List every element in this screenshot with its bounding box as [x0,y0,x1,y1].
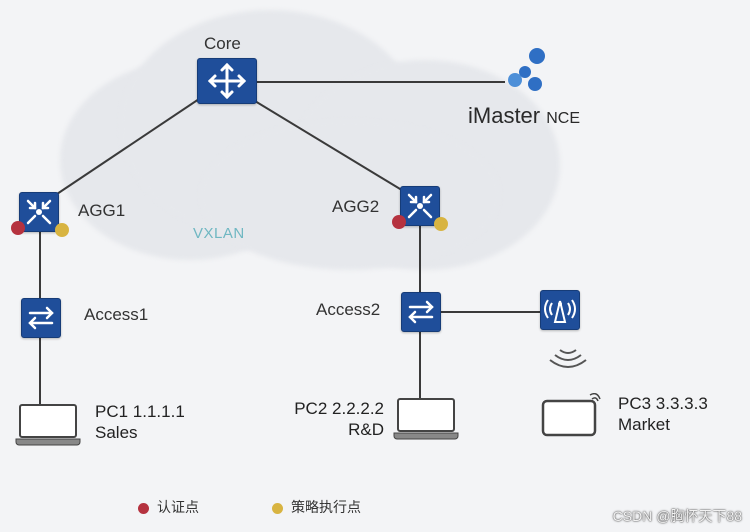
pc3-tablet-icon[interactable] [540,393,602,439]
legend-auth-text: 认证点 [157,499,199,515]
wireless-ap-icon [544,299,576,323]
pc2-label: PC2 2.2.2.2 R&D [278,398,384,440]
pc2-address: PC2 2.2.2.2 [294,399,384,418]
imaster-main-text: iMaster [468,103,541,128]
pc1-department: Sales [95,423,138,442]
policy-point-marker-agg1 [55,223,69,237]
access1-switch-device[interactable] [21,298,61,338]
core-label: Core [204,34,241,53]
legend-auth-point: 认证点 [138,497,199,517]
pc3-address: PC3 3.3.3.3 [618,394,708,413]
pc2-department: R&D [348,420,384,439]
access1-label: Access1 [84,305,149,324]
legend-policy-text: 策略执行点 [291,499,361,515]
imaster-label: iMaster NCE [468,103,580,129]
cloud-shape [200,120,500,270]
agg1-label: AGG1 [78,201,126,220]
pc3-label: PC3 3.3.3.3 Market [618,393,708,435]
agg2-label: AGG2 [332,197,380,216]
router-arrows-icon [207,62,247,100]
aggregation-switch-icon [407,193,433,219]
access-switch-icon [408,300,434,324]
pc1-label: PC1 1.1.1.1 Sales [95,401,185,443]
access2-switch-device[interactable] [401,292,441,332]
legend-policy-dot [272,502,283,514]
pc3-department: Market [618,415,670,434]
pc2-laptop-icon[interactable] [392,396,460,440]
access-switch-icon [28,306,54,330]
aggregation-switch-icon [26,199,52,225]
access2-label: Access2 [316,300,381,319]
auth-point-marker-agg1 [11,221,25,235]
watermark-text: CSDN @胸怀天下88 [612,508,742,524]
agg2-switch-device[interactable] [400,186,440,226]
pc1-address: PC1 1.1.1.1 [95,402,185,421]
core-router-device[interactable] [197,58,257,104]
imaster-nce-text: NCE [546,110,581,127]
vxlan-label: VXLAN [193,225,245,242]
auth-point-marker-agg2 [392,215,406,229]
link-core-agg1 [47,94,206,201]
wifi-waves-icon [549,349,587,368]
legend-policy-point: 策略执行点 [272,497,361,517]
agg1-switch-device[interactable] [19,192,59,232]
legend-auth-dot [138,502,149,514]
access-point-device[interactable] [540,290,580,330]
pc1-laptop-icon[interactable] [14,402,82,446]
link-core-agg2 [244,94,411,196]
policy-point-marker-agg2 [434,217,448,231]
imaster-logo-icon [508,48,545,91]
